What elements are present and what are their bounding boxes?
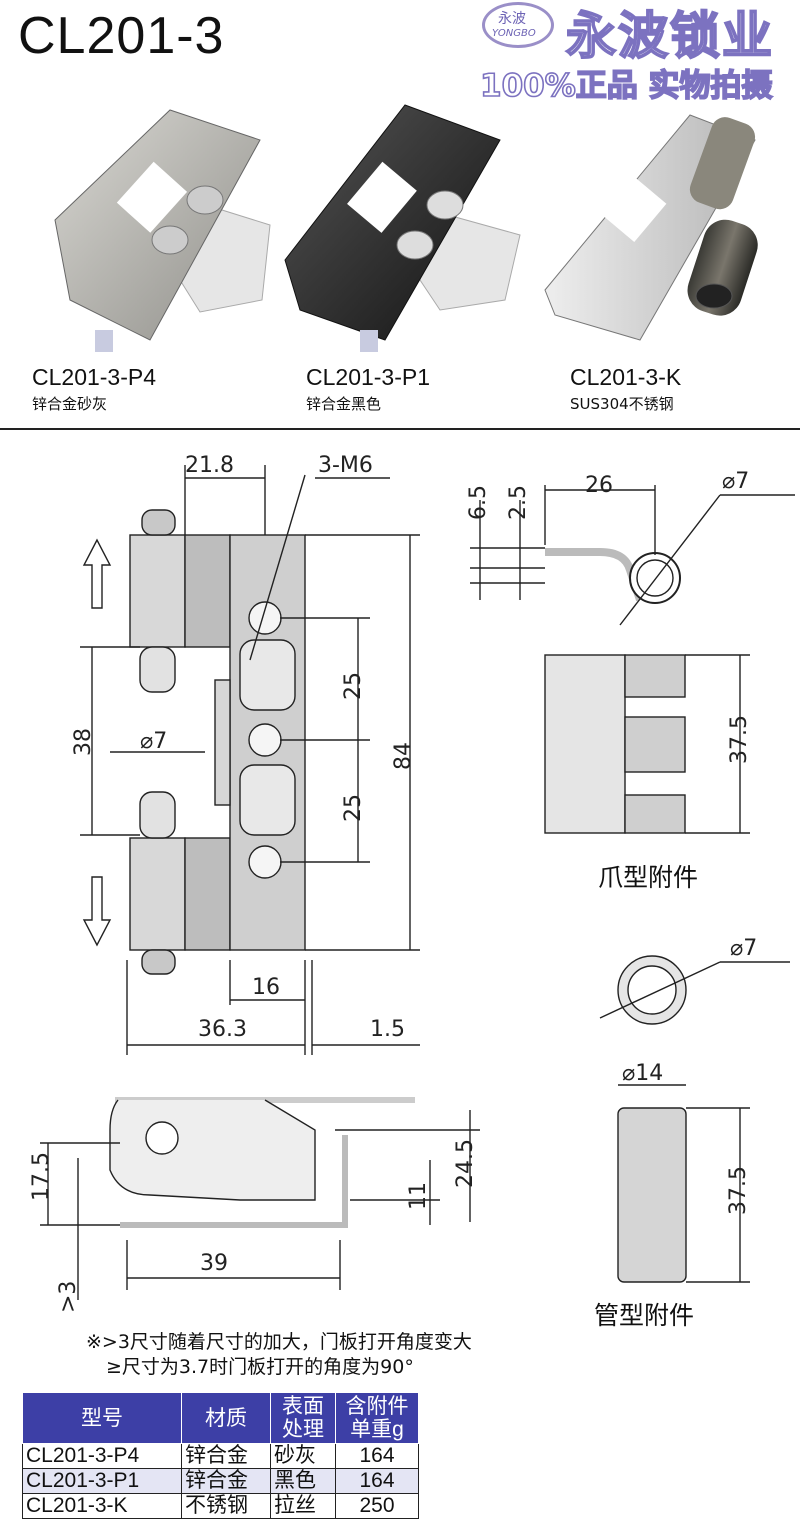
cell-surface: 黑色 (270, 1468, 336, 1494)
logo-cn: 永波 (498, 11, 526, 27)
cell-material: 锌合金 (181, 1443, 271, 1469)
note-line-2: ≥尺寸为3.7时门板打开的角度为90° (106, 1356, 414, 1378)
dim-1-5: 1.5 (370, 1017, 405, 1042)
dim-6-5: 6.5 (466, 485, 491, 520)
brand-name: 永波锁业 (565, 6, 774, 66)
dim-26: 26 (585, 473, 613, 498)
dim-21-8: 21.8 (185, 453, 234, 478)
tube-attachment-label: 管型附件 (594, 1301, 695, 1330)
header-material: 材质 (181, 1392, 271, 1444)
cell-material: 锌合金 (181, 1468, 271, 1494)
dim-84: 84 (391, 742, 416, 770)
header-model: 型号 (22, 1392, 182, 1444)
dim-38: 38 (71, 728, 96, 756)
dim-gt-3: >3 (56, 1281, 81, 1313)
cell-surface: 拉丝 (270, 1493, 336, 1519)
dim-phi7-claw: ⌀7 (722, 469, 749, 494)
cell-weight: 250 (335, 1493, 419, 1519)
product-photos (54, 104, 758, 352)
header-surface: 表面处理 (270, 1392, 336, 1444)
logo-en: YONGBO (492, 28, 536, 39)
dim-25-b: 25 (341, 794, 366, 822)
spec-table: 型号 材质 表面处理 含附件单重g CL201-3-P4 锌合金 砂灰 164 … (22, 1392, 419, 1519)
table-row: CL201-3-P4 锌合金 砂灰 164 (22, 1443, 419, 1469)
header-weight-line2: 单重g (350, 1418, 404, 1441)
product-code: CL201-3-K (570, 364, 682, 390)
cell-model: CL201-3-K (22, 1493, 182, 1519)
dim-2-5: 2.5 (506, 485, 531, 520)
page-title: CL201-3 (18, 7, 225, 65)
section-divider (0, 428, 800, 430)
product-caption-p1: CL201-3-P1 锌合金黑色 (306, 364, 430, 414)
cell-weight: 164 (335, 1468, 419, 1494)
note: ※>3尺寸随着尺寸的加大，门板打开角度变大 ≥尺寸为3.7时门板打开的角度为90… (86, 1330, 472, 1380)
product-material: SUS304不锈钢 (570, 395, 674, 413)
product-caption-p4: CL201-3-P4 锌合金砂灰 (32, 364, 156, 414)
header-surface-line1: 表面 (282, 1395, 324, 1418)
logo-emblem (482, 2, 554, 48)
cell-surface: 砂灰 (270, 1443, 336, 1469)
product-photo-k (544, 114, 758, 341)
product-photo-p4 (54, 109, 271, 352)
dim-37-5-tube: 37.5 (726, 1166, 751, 1215)
brand-slogan: 100%正品 实物拍摄 (479, 67, 773, 105)
table-row: CL201-3-P1 锌合金 黑色 164 (22, 1468, 419, 1494)
table-row: CL201-3-K 不锈钢 拉丝 250 (22, 1493, 419, 1519)
product-caption-k: CL201-3-K SUS304不锈钢 (570, 364, 681, 414)
header-surface-line2: 处理 (282, 1418, 324, 1441)
product-code: CL201-3-P1 (306, 364, 431, 390)
dim-11: 11 (406, 1182, 431, 1210)
dim-3-m6: 3-M6 (318, 453, 373, 478)
note-line-1: ※>3尺寸随着尺寸的加大，门板打开角度变大 (86, 1331, 472, 1353)
cell-model: CL201-3-P4 (22, 1443, 182, 1469)
cell-model: CL201-3-P1 (22, 1468, 182, 1494)
header-weight: 含附件单重g (335, 1392, 419, 1444)
brand-logo: 永波 YONGBO 永波锁业 100%正品 实物拍摄 (479, 2, 798, 105)
cell-material: 不锈钢 (181, 1493, 271, 1519)
product-code: CL201-3-P4 (32, 364, 157, 390)
cell-weight: 164 (335, 1443, 419, 1469)
product-material: 锌合金砂灰 (32, 395, 108, 413)
dim-25-a: 25 (341, 672, 366, 700)
dim-36-3: 36.3 (198, 1017, 247, 1042)
dim-17-5: 17.5 (29, 1152, 54, 1201)
dim-24-5: 24.5 (453, 1139, 478, 1188)
dim-phi7-front: ⌀7 (140, 729, 167, 754)
dim-phi7-tube: ⌀7 (730, 936, 757, 961)
product-material: 锌合金黑色 (306, 395, 382, 413)
technical-drawing: 21.8 3-M6 25 25 84 38 ⌀7 16 36.3 1.5 6.5… (29, 453, 795, 1313)
header-weight-line1: 含附件 (345, 1395, 409, 1418)
dim-phi14: ⌀14 (622, 1061, 663, 1086)
claw-attachment-label: 爪型附件 (598, 863, 699, 892)
dim-37-5-claw: 37.5 (727, 715, 752, 764)
dim-16: 16 (252, 975, 280, 1000)
dim-39: 39 (200, 1251, 228, 1276)
product-photo-p1 (284, 104, 521, 352)
